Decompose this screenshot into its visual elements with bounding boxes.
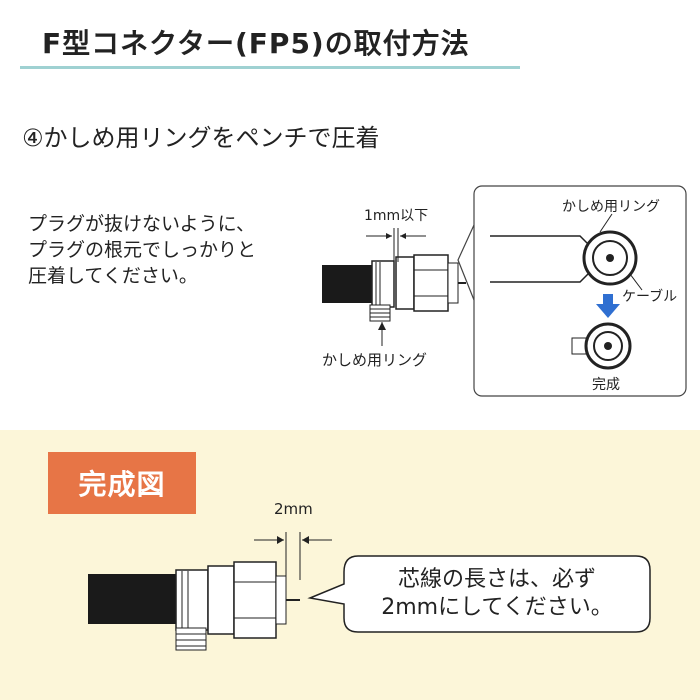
instruction-line: 圧着してください。 [28,265,198,287]
note-line: 2mmにしてください。 [381,595,613,620]
detail-panel [473,185,687,397]
completed-badge: 完成図 [48,452,196,514]
crimp-diagram [322,185,687,397]
crimp-ring-illustration [175,569,209,651]
dimension-label: 1mm以下 [364,208,429,224]
detail-ring-label: かしめ用リング [562,199,660,215]
note-line: 芯線の長さは、必ず [397,567,596,592]
step-heading: ④かしめ用リングをペンチで圧着 [22,124,380,152]
connector-illustration [207,561,300,639]
completed-dimension-label: 2mm [274,500,313,518]
cable-cross-section [582,230,638,286]
cable-illustration [88,574,184,624]
instruction-line: プラグの根元でしっかりと [28,239,257,261]
crimp-ring-illustration [369,260,395,322]
detail-cable-label: ケーブル [622,289,678,305]
note-text: 芯線の長さは、必ず 2mmにしてください。 [352,566,642,622]
page-title: F型コネクター(FP5)の取付方法 [42,27,470,60]
detail-done-label: 完成 [592,377,620,393]
instruction-line: プラグが抜けないように、 [28,213,256,235]
connector-illustration [395,254,466,312]
instruction-text: プラグが抜けないように、 プラグの根元でしっかりと 圧着してください。 [28,211,256,289]
ring-label: かしめ用リング [322,351,428,369]
cable-illustration [322,265,378,303]
note-bubble [307,555,651,633]
title-underline [20,66,520,69]
completed-cross-section [571,322,632,370]
arrow-down-icon [596,304,620,318]
